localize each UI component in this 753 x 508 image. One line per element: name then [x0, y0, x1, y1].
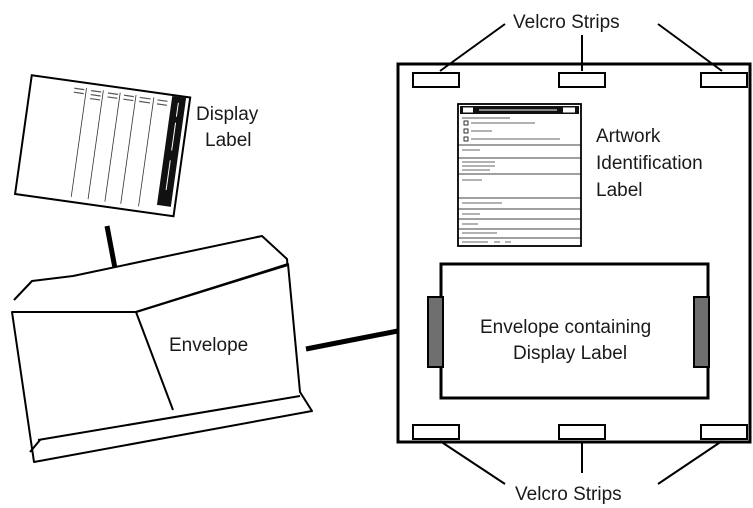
velcro-strips-bottom: [412, 424, 748, 440]
envelope-containing-text-line1: Envelope containing: [480, 317, 651, 338]
velcro-strips-top: [412, 72, 748, 88]
artwork-identification-form: [457, 103, 582, 247]
velcro-strip: [700, 72, 748, 88]
velcro-strip: [700, 424, 748, 440]
artwork-label-line1: Artwork: [596, 126, 661, 147]
envelope-on-board: [439, 262, 710, 400]
velcro-strip: [558, 424, 606, 440]
velcro-strips-bottom-text: Velcro Strips: [515, 484, 622, 505]
velcro-strip: [558, 72, 606, 88]
velcro-pointer-lines: [439, 23, 723, 485]
display-label-card: [13, 74, 192, 218]
envelope-containing-text-line2: Display Label: [513, 343, 627, 364]
velcro-strips-envelope: [427, 296, 710, 368]
envelope: [11, 235, 313, 463]
velcro-strips-top-text: Velcro Strips: [513, 12, 620, 33]
velcro-strip-left: [427, 296, 444, 368]
display-label-text-line2: Label: [205, 130, 252, 151]
velcro-strip: [412, 72, 460, 88]
velcro-strip: [412, 424, 460, 440]
display-label-text-line1: Display: [196, 104, 259, 125]
artwork-label-line3: Label: [596, 180, 643, 201]
velcro-strip-right: [693, 296, 710, 368]
envelope-text: Envelope: [169, 335, 248, 356]
artwork-label-line2: Identification: [596, 153, 703, 174]
